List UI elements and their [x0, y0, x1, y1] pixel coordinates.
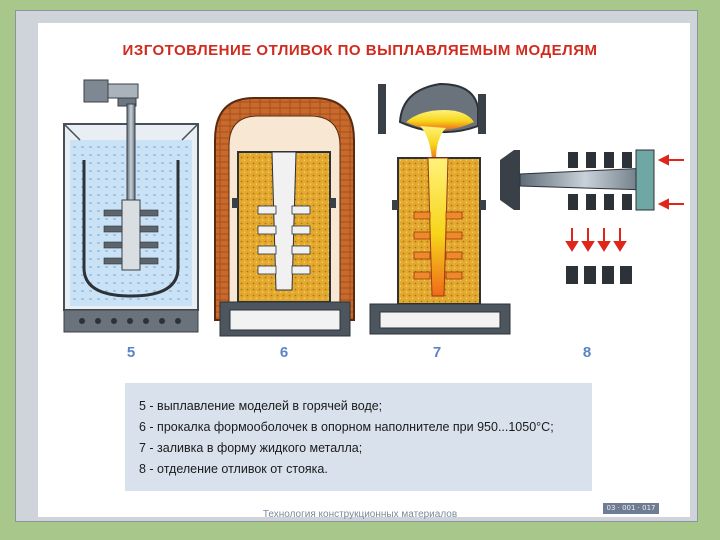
- legend-box: 5 - выплавление моделей в горячей воде; …: [125, 383, 592, 491]
- footer-caption: Технология конструкционных материалов: [262, 509, 458, 520]
- step-number-8: 8: [582, 344, 592, 361]
- step-7-pouring: [369, 82, 511, 335]
- legend-line-6: 6 - прокалка формооболочек в опорном нап…: [139, 420, 554, 434]
- step-number-7: 7: [432, 344, 442, 361]
- step-number-5: 5: [126, 344, 136, 361]
- legend-line-7: 7 - заливка в форму жидкого металла;: [139, 441, 363, 455]
- step-number-6: 6: [279, 344, 289, 361]
- step-6-furnace: [214, 97, 355, 337]
- code-badge: 03 · 001 · 017: [603, 503, 659, 514]
- legend-line-5: 5 - выплавление моделей в горячей воде;: [139, 399, 383, 413]
- step-8-separation: [500, 149, 684, 284]
- legend-line-8: 8 - отделение отливок от стояка.: [139, 462, 328, 476]
- step-5-water-tank: [63, 79, 199, 333]
- poster-title: ИЗГОТОВЛЕНИЕ ОТЛИВОК ПО ВЫПЛАВЛЯЕМЫМ МОД…: [122, 42, 598, 59]
